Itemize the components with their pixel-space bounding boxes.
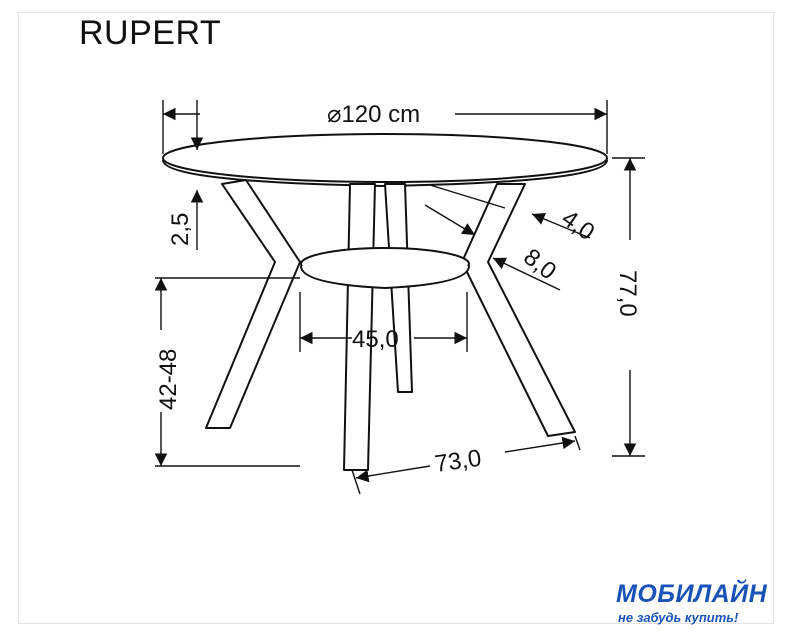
- shelf: [300, 247, 470, 290]
- product-title: RUPERT: [79, 14, 222, 52]
- shelf-height-dimension: [154, 277, 300, 467]
- diameter-label: ⌀120 cm: [327, 101, 420, 128]
- drawing-frame: [18, 12, 774, 624]
- leg-width-a-dimension: [424, 184, 591, 239]
- leg-width-b-dimension: [492, 257, 561, 291]
- shelf-height-label: 42-48: [155, 349, 182, 410]
- base-width-label: 73,0: [433, 445, 483, 478]
- mobilain-logo: МОБИЛАЙН не забудь купить!: [613, 580, 773, 628]
- total-height-dimension: [612, 157, 645, 457]
- diameter-dimension: [162, 100, 608, 154]
- top-thickness-label: 2,5: [167, 213, 194, 246]
- table-legs: [205, 179, 576, 471]
- table-top: [162, 133, 608, 188]
- logo-word: МОБИЛАЙН: [616, 580, 768, 608]
- total-height-label: 77,0: [614, 270, 641, 317]
- leg-width-a-label: 4,0: [557, 205, 600, 246]
- shelf-diameter-dimension: [299, 292, 468, 352]
- leg-width-b-label: 8,0: [518, 243, 561, 285]
- shelf-diameter-label: 45,0: [352, 326, 399, 353]
- base-width-dimension: [351, 435, 581, 495]
- logo-slogan: не забудь купить!: [618, 610, 739, 625]
